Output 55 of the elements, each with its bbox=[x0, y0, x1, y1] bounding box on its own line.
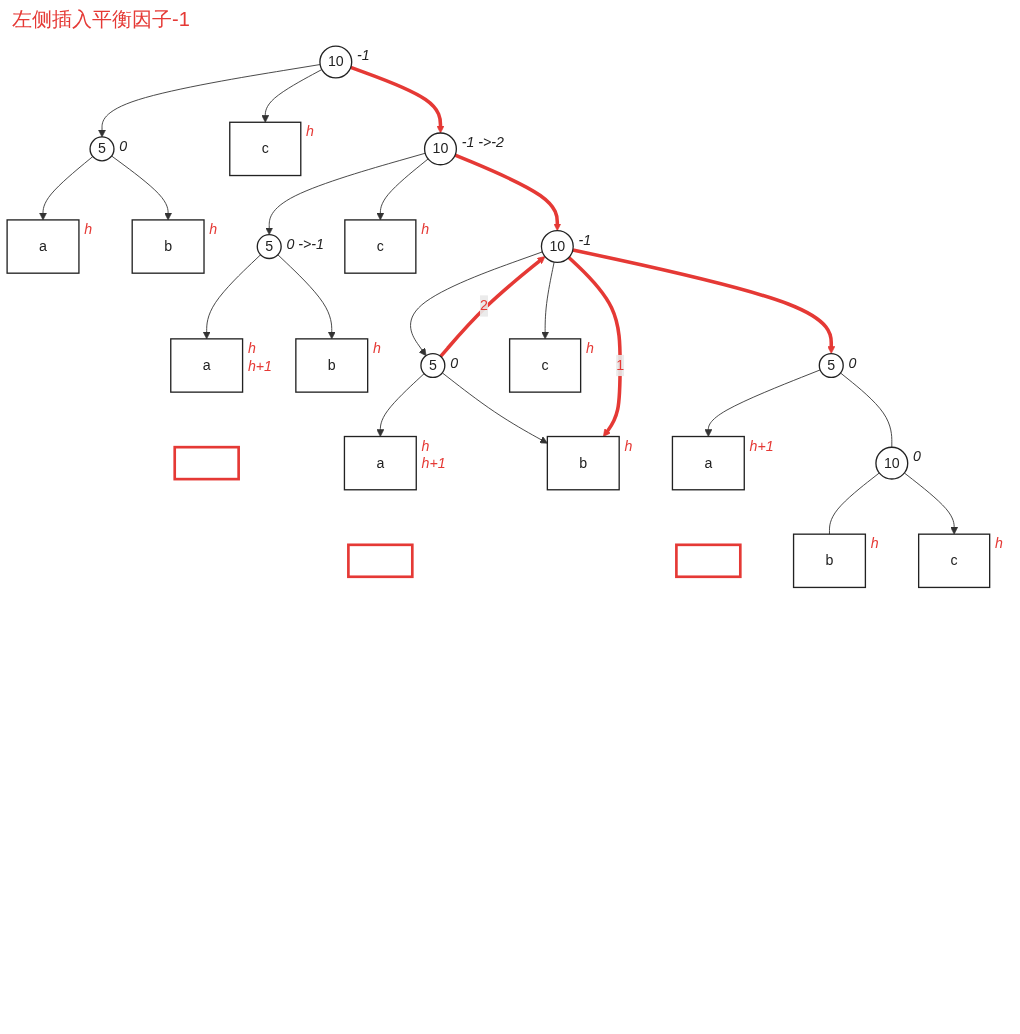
height-label: h+1 bbox=[749, 437, 774, 454]
node-circle: 10 bbox=[423, 132, 458, 166]
balance-factor: 0 bbox=[848, 354, 857, 371]
arrow bbox=[567, 256, 622, 437]
node-box: b bbox=[131, 219, 205, 274]
node-circle: 5 bbox=[420, 352, 446, 379]
height-label: h bbox=[870, 535, 879, 552]
edge-label: 2 bbox=[479, 298, 488, 314]
node-box: b bbox=[546, 435, 620, 491]
height-label: h bbox=[209, 221, 218, 238]
edge-label: 1 bbox=[616, 357, 625, 373]
height-label: h bbox=[421, 221, 430, 238]
balance-factor: -1 ->-2 bbox=[461, 134, 504, 151]
node-circle: 5 bbox=[89, 136, 115, 162]
balance-factor: -1 bbox=[578, 231, 592, 248]
balance-factor: 0 ->-1 bbox=[286, 235, 324, 252]
balance-factor: 0 bbox=[450, 354, 459, 371]
node-box: a bbox=[6, 219, 80, 274]
height-label: h bbox=[84, 221, 93, 238]
node-box: a bbox=[170, 338, 244, 393]
connector bbox=[840, 372, 893, 448]
height-label: h bbox=[624, 437, 633, 454]
node-box: c bbox=[508, 338, 582, 393]
node-circle: 10 bbox=[319, 45, 353, 79]
balance-factor: -1 bbox=[357, 47, 370, 64]
arrow bbox=[350, 65, 445, 134]
node-circle: 10 bbox=[540, 230, 574, 264]
arrow bbox=[454, 153, 562, 231]
height-label: h bbox=[421, 437, 430, 454]
height-label: h bbox=[373, 340, 381, 357]
height-label: h+1 bbox=[247, 357, 272, 374]
arrow bbox=[439, 256, 546, 358]
height-label: h bbox=[306, 123, 314, 140]
node-box: a bbox=[671, 435, 745, 491]
node-box: c bbox=[344, 219, 417, 274]
node-box: b bbox=[295, 338, 369, 393]
node-box: b bbox=[792, 533, 867, 589]
node-box bbox=[675, 543, 742, 579]
node-circle: 5 bbox=[818, 352, 844, 379]
connector bbox=[829, 472, 880, 535]
node-box: c bbox=[918, 533, 991, 589]
height-label: h bbox=[995, 535, 1003, 552]
node-circle: 10 bbox=[875, 446, 909, 480]
node-box: c bbox=[229, 121, 302, 177]
height-label: h bbox=[247, 340, 256, 357]
balance-factor: 0 bbox=[119, 138, 128, 155]
arrow bbox=[572, 248, 836, 354]
node-box bbox=[173, 445, 240, 481]
note-text: 左侧插入平衡因子-1 bbox=[12, 7, 191, 32]
node-box bbox=[347, 543, 414, 579]
balance-factor: 0 bbox=[913, 448, 921, 465]
height-label: h bbox=[585, 340, 594, 357]
node-box: a bbox=[343, 435, 417, 491]
node-circle: 5 bbox=[256, 233, 282, 260]
height-label: h+1 bbox=[421, 455, 446, 472]
